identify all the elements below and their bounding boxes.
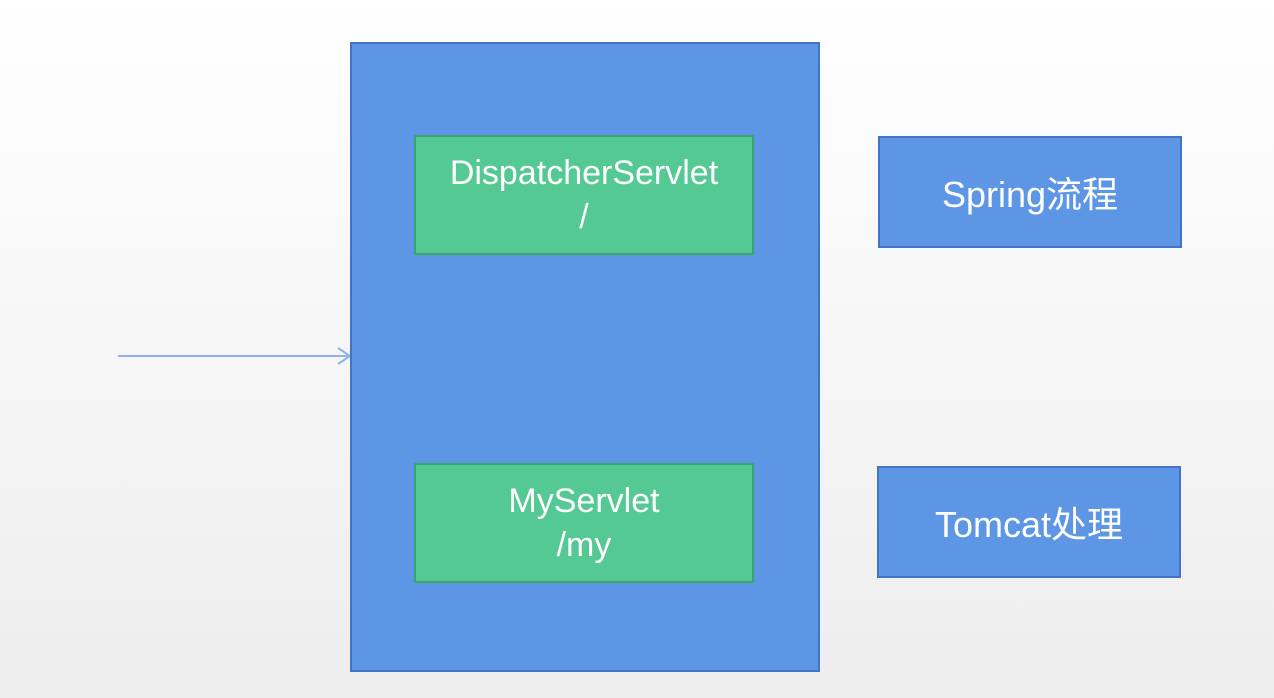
my-servlet-path: /my: [556, 526, 612, 564]
my-servlet-name: MyServlet: [508, 482, 660, 520]
dispatcher-servlet-box: DispatcherServlet /: [414, 135, 754, 255]
spring-flow-label: Spring流程: [941, 174, 1119, 215]
request-arrow: [118, 347, 352, 365]
spring-flow-box: Spring流程: [878, 136, 1182, 248]
dispatcher-servlet-path: /: [579, 198, 589, 236]
dispatcher-servlet-name: DispatcherServlet: [449, 154, 719, 192]
tomcat-handling-box: Tomcat处理: [877, 466, 1181, 578]
my-servlet-box: MyServlet /my: [414, 463, 754, 583]
tomcat-handling-label: Tomcat处理: [934, 504, 1124, 545]
